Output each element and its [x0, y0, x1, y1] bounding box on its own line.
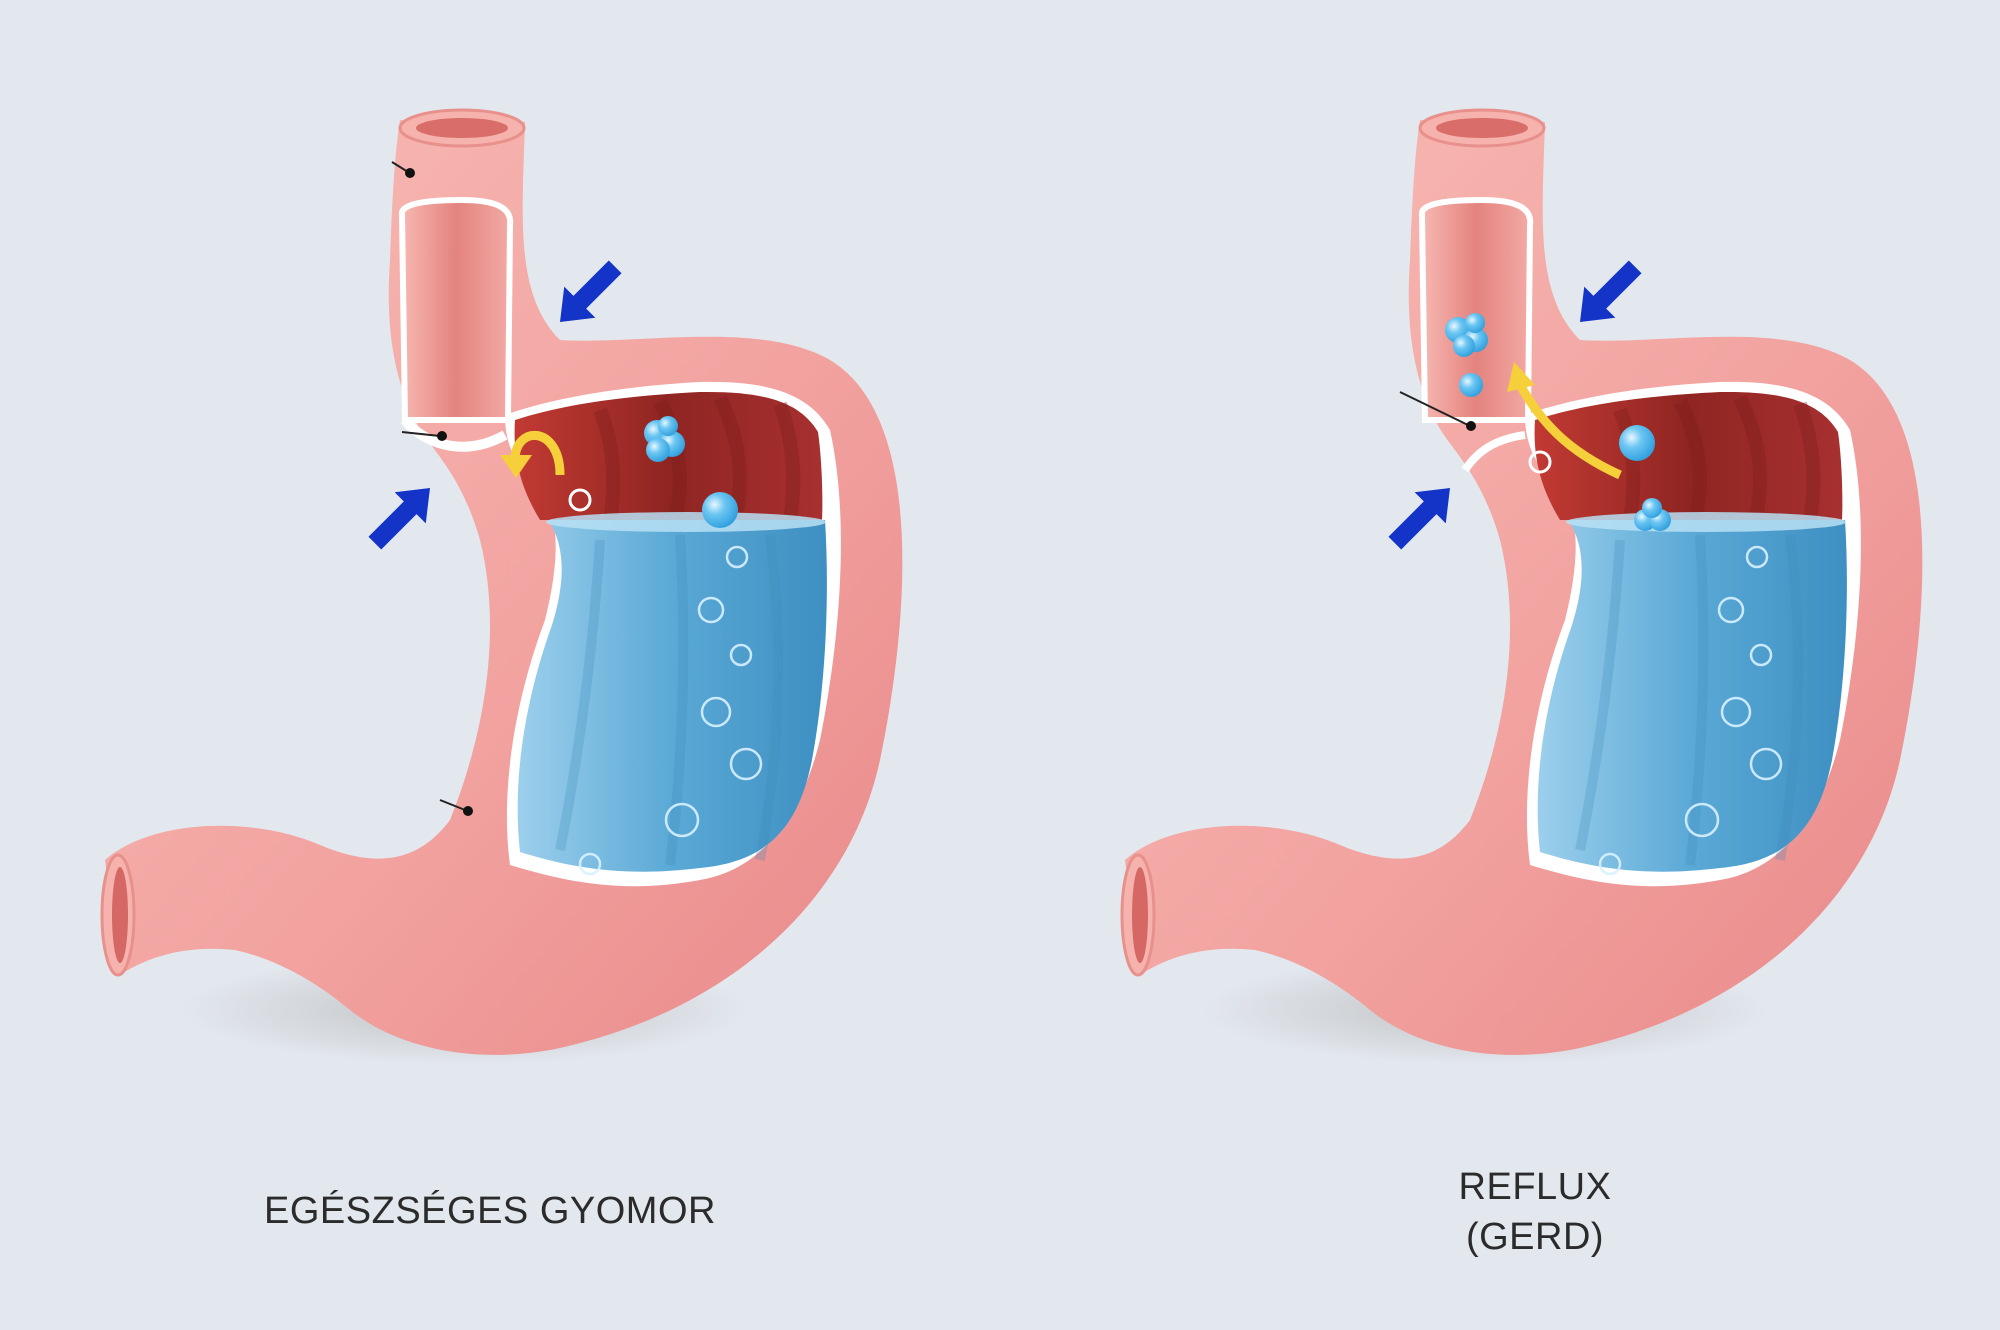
acid-flow-arrow-icon [1507, 362, 1622, 480]
pointer-dot-icon [391, 161, 473, 816]
bubble-icon [1445, 313, 1671, 531]
pressure-arrow-icon [359, 472, 446, 559]
caption-line: EGÉSZSÉGES GYOMOR [264, 1190, 716, 1232]
pressure-arrow-icon [1379, 472, 1466, 559]
caption-healthy-stomach: EGÉSZSÉGES GYOMOR [230, 1186, 750, 1236]
reflux-stomach-illustration [1122, 110, 1922, 1065]
caption-line: (GERD) [1465, 1216, 1605, 1258]
acid-flow-arrow-icon [500, 431, 565, 478]
bubble-icon [568, 416, 738, 528]
healthy-stomach-illustration [102, 110, 902, 1065]
pointer-dot-icon [1399, 391, 1476, 431]
pressure-arrow-icon [1564, 251, 1651, 338]
caption-line: REFLUX [1458, 1166, 1612, 1208]
pressure-arrow-icon [544, 251, 631, 338]
caption-reflux: REFLUX (GERD) [1380, 1162, 1690, 1262]
